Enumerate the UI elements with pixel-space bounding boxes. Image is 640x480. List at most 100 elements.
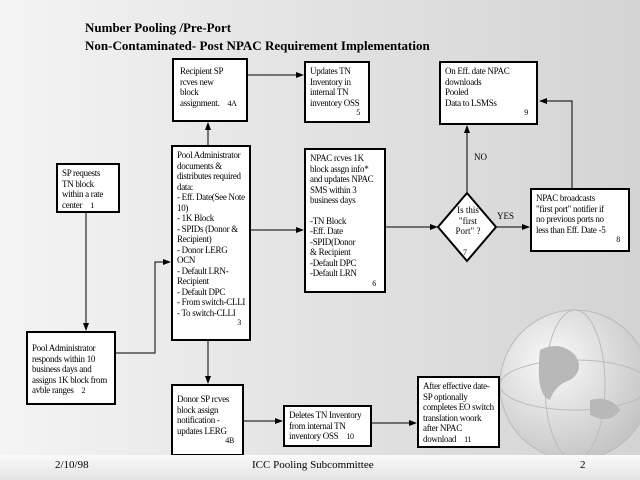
box-text: distributes required: [177, 171, 241, 181]
box-text-line: within a rate: [62, 189, 114, 200]
box-text: - Default DPC: [177, 286, 226, 297]
box-text-line: updates LERG: [177, 426, 238, 437]
box-text: -TN Block: [310, 215, 347, 226]
box-text: SMS within 3: [310, 184, 357, 195]
title-line-2: Non-Contaminated- Post NPAC Requirement …: [85, 38, 430, 53]
box-text-line: downloads: [445, 77, 532, 88]
box-text: data:: [177, 181, 193, 192]
box-text: After effective date-: [423, 381, 490, 391]
box-text-line: Recipient): [177, 234, 245, 245]
box-text: Recipient: [177, 276, 209, 286]
step-number: 2: [81, 386, 86, 395]
box-text-line: distributes required: [177, 171, 245, 182]
box-text-line: no previous ports no: [536, 214, 624, 225]
box-text: no previous ports no: [536, 214, 604, 224]
box-text-line: -Default LRN: [310, 268, 380, 279]
box-text: block assign: [177, 404, 219, 415]
box-text: Deletes TN Inventory: [289, 410, 362, 420]
footer-org: ICC Pooling Subcommittee: [252, 459, 374, 471]
box-text: completes EO switch: [423, 402, 494, 412]
box-text: - SPIDs (Donor &: [177, 223, 238, 234]
box-text-line: - SPIDs (Donor &: [177, 224, 245, 235]
box-text-line: NPAC rcves 1K: [310, 153, 380, 164]
box-text: less than Eff. Date -5: [536, 224, 606, 235]
box-text-line: rcves new: [180, 77, 240, 88]
box-text-line: block assign: [177, 405, 238, 416]
decision-line: Is this: [457, 205, 479, 215]
box-text: - From switch-CLLI: [177, 297, 246, 307]
box-text-line: On Eff. date NPAC: [445, 66, 532, 77]
box-text: responds within 10: [32, 353, 96, 364]
box-text-line: notification -: [177, 415, 238, 426]
box-text-line: 10): [177, 203, 245, 214]
box-text: notification -: [177, 415, 220, 425]
box-text-line: -Default DPC: [310, 258, 380, 269]
page-number: 2: [580, 459, 586, 471]
box-text-line: translation woork: [423, 413, 494, 424]
box-text: updates LERG: [177, 425, 227, 436]
decision-line: "first: [458, 215, 478, 226]
box-text-line: -Eff. Date: [310, 226, 380, 237]
box-text: Donor SP rcves: [177, 394, 229, 404]
box-text: -Default DPC: [310, 257, 357, 268]
box-text-line: NPAC broadcasts: [536, 193, 624, 204]
box-text: documents &: [177, 160, 222, 171]
step-number: 5: [356, 108, 360, 117]
box-text: - Eff. Date(See Note: [177, 192, 245, 202]
box-text: within a rate: [62, 189, 104, 199]
box-text-line: -TN Block: [310, 216, 380, 227]
box-text: "first port" notifier if: [536, 203, 604, 214]
step-number: 9: [524, 108, 528, 117]
box-text: Pool Administrator: [32, 343, 96, 353]
box-text: SP optionally: [423, 391, 468, 402]
box-text-line: SP optionally: [423, 392, 494, 403]
decision-line: Port" ?: [455, 226, 481, 236]
box-text-line: documents &: [177, 161, 245, 172]
box-text-line: and updates NPAC: [310, 174, 380, 185]
box-text: download: [423, 433, 457, 444]
box-text-line: block assgn info*: [310, 164, 380, 175]
box-text-line: - Eff. Date(See Note: [177, 192, 245, 203]
box-text-line: -SPID(Donor: [310, 237, 380, 248]
box-text: Recipient SP: [180, 66, 224, 76]
box-text-line: internal TN: [310, 87, 364, 98]
box-text: Updates TN: [310, 66, 351, 76]
box-text: after NPAC: [423, 423, 462, 433]
box-text: - Donor LERG: [177, 244, 228, 255]
box-text: - 1K Block: [177, 213, 214, 223]
box-text: TN block: [62, 178, 94, 189]
box-text-line: from internal TN: [289, 421, 366, 432]
step-number: 3: [237, 318, 241, 327]
box-text: from internal TN: [289, 420, 346, 431]
box-text-line: block: [180, 87, 240, 98]
box-text-line: SMS within 3: [310, 185, 380, 196]
box-text: Recipient): [177, 234, 212, 244]
box-text: On Eff. date NPAC: [445, 66, 510, 76]
box-text: -SPID(Donor: [310, 236, 356, 247]
box-text-line: SP requests: [62, 168, 114, 179]
title-line-1: Number Pooling /Pre-Port: [85, 20, 232, 35]
box-text-line: Recipient: [177, 276, 245, 287]
box-text: NPAC rcves 1K: [310, 153, 364, 163]
box-text-line: completes EO switch: [423, 402, 494, 413]
box-text-line: Updates TN: [310, 66, 364, 77]
box-text: and updates NPAC: [310, 174, 374, 184]
box-text-line: TN block: [62, 179, 114, 190]
box-text-line: Data to LSMSs: [445, 98, 532, 109]
box-text: Data to LSMSs: [445, 97, 497, 108]
box-text-line: Inventory in: [310, 77, 364, 88]
box-text: 10): [177, 202, 189, 213]
box-text-line: - From switch-CLLI: [177, 297, 245, 308]
box-text: block assgn info*: [310, 163, 369, 174]
box-text: internal TN: [310, 87, 349, 97]
step-number: 4A: [227, 98, 237, 108]
